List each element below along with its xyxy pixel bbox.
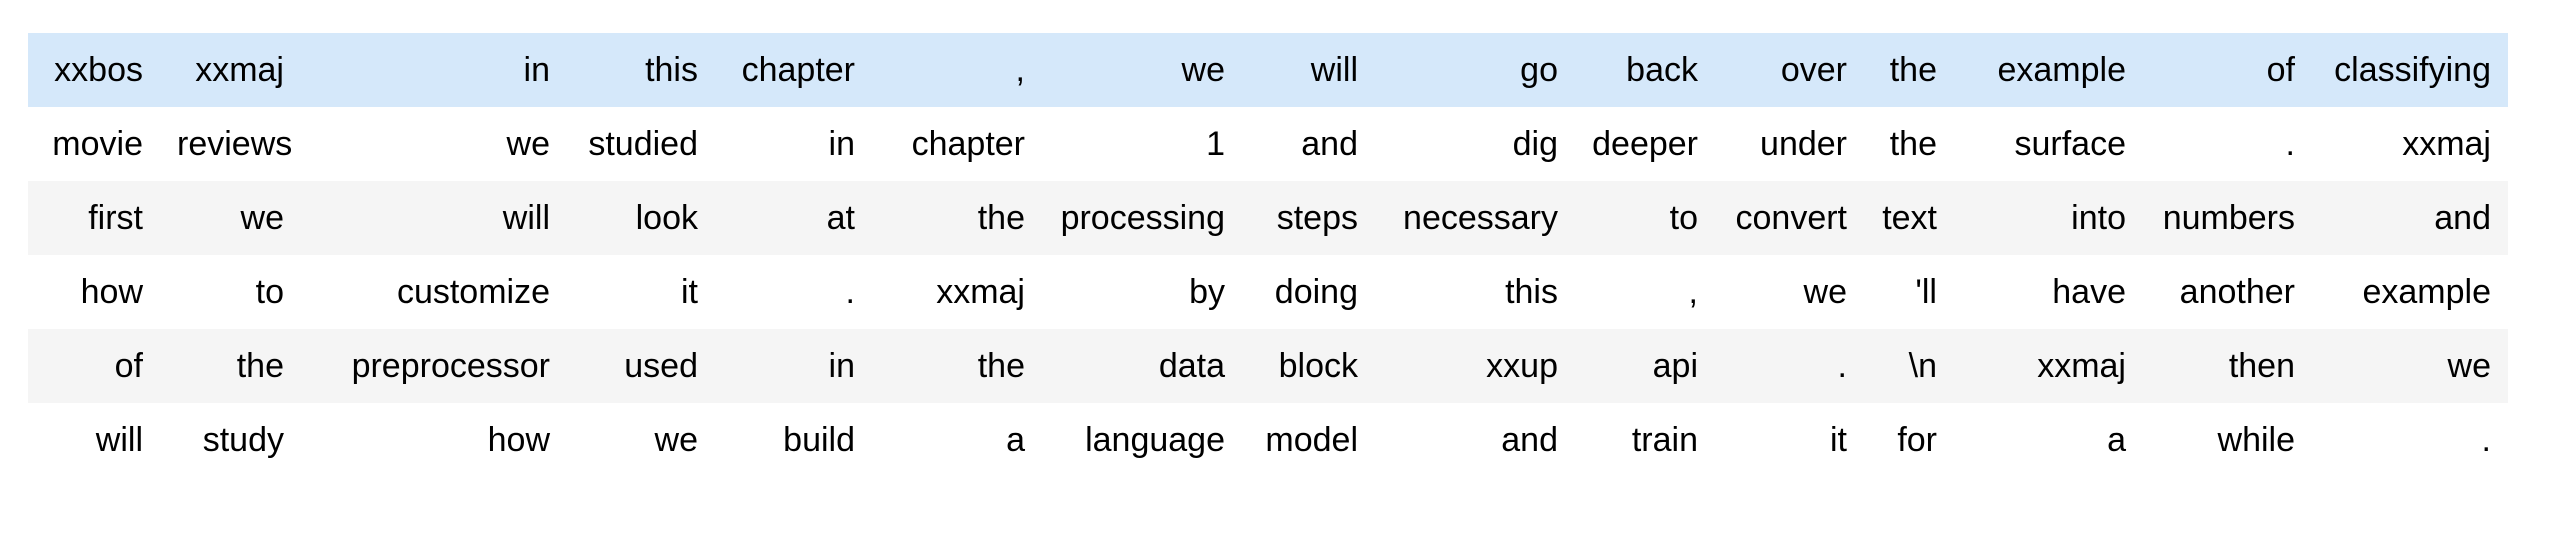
token-cell: movie [28, 107, 160, 181]
token-cell: the [872, 181, 1042, 255]
token-cell: this [567, 33, 715, 107]
token-cell: build [715, 403, 872, 477]
token-cell: of [2143, 33, 2312, 107]
token-cell: \n [1864, 329, 1954, 403]
token-cell: the [160, 329, 301, 403]
token-cell: a [872, 403, 1042, 477]
token-cell: numbers [2143, 181, 2312, 255]
token-cell: to [160, 255, 301, 329]
token-cell: train [1575, 403, 1715, 477]
token-cell: steps [1242, 181, 1375, 255]
token-cell: for [1864, 403, 1954, 477]
token-cell: . [1715, 329, 1864, 403]
token-cell: the [1864, 107, 1954, 181]
token-cell: processing [1042, 181, 1242, 255]
token-cell: the [1864, 33, 1954, 107]
token-cell: it [567, 255, 715, 329]
token-cell: we [301, 107, 567, 181]
token-cell: dig [1375, 107, 1575, 181]
token-cell: how [28, 255, 160, 329]
token-cell: used [567, 329, 715, 403]
token-cell: 'll [1864, 255, 1954, 329]
token-cell: . [2143, 107, 2312, 181]
token-cell: xxmaj [1954, 329, 2143, 403]
token-cell: example [2312, 255, 2508, 329]
token-cell: we [160, 181, 301, 255]
token-cell: will [28, 403, 160, 477]
token-cell: xxmaj [2312, 107, 2508, 181]
token-cell: under [1715, 107, 1864, 181]
token-cell: xxmaj [160, 33, 301, 107]
token-cell: in [715, 329, 872, 403]
token-cell: example [1954, 33, 2143, 107]
token-cell: of [28, 329, 160, 403]
token-cell: then [2143, 329, 2312, 403]
token-cell: deeper [1575, 107, 1715, 181]
token-cell: studied [567, 107, 715, 181]
token-cell: go [1375, 33, 1575, 107]
token-cell: back [1575, 33, 1715, 107]
token-cell: classifying [2312, 33, 2508, 107]
token-cell: text [1864, 181, 1954, 255]
token-cell: block [1242, 329, 1375, 403]
token-cell: 1 [1042, 107, 1242, 181]
token-cell: xxmaj [872, 255, 1042, 329]
token-cell: while [2143, 403, 2312, 477]
token-cell: it [1715, 403, 1864, 477]
token-cell: we [2312, 329, 2508, 403]
token-cell: and [1375, 403, 1575, 477]
token-cell: look [567, 181, 715, 255]
token-cell: language [1042, 403, 1242, 477]
token-cell: we [567, 403, 715, 477]
token-cell: in [715, 107, 872, 181]
token-cell: necessary [1375, 181, 1575, 255]
token-cell: another [2143, 255, 2312, 329]
token-cell: api [1575, 329, 1715, 403]
token-cell: . [715, 255, 872, 329]
token-cell: how [301, 403, 567, 477]
token-cell: to [1575, 181, 1715, 255]
token-cell: will [301, 181, 567, 255]
token-cell: chapter [715, 33, 872, 107]
token-cell: reviews [160, 107, 301, 181]
token-cell: . [2312, 403, 2508, 477]
token-cell: convert [1715, 181, 1864, 255]
token-cell: , [872, 33, 1042, 107]
token-cell: doing [1242, 255, 1375, 329]
token-cell: the [872, 329, 1042, 403]
token-cell: and [1242, 107, 1375, 181]
token-cell: at [715, 181, 872, 255]
token-cell: xxup [1375, 329, 1575, 403]
token-cell: model [1242, 403, 1375, 477]
token-cell: xxbos [28, 33, 160, 107]
token-cell: data [1042, 329, 1242, 403]
token-cell: into [1954, 181, 2143, 255]
token-cell: we [1042, 33, 1242, 107]
token-cell: in [301, 33, 567, 107]
token-cell: will [1242, 33, 1375, 107]
token-cell: have [1954, 255, 2143, 329]
token-cell: first [28, 181, 160, 255]
token-cell: and [2312, 181, 2508, 255]
token-cell: this [1375, 255, 1575, 329]
token-cell: chapter [872, 107, 1042, 181]
token-cell: surface [1954, 107, 2143, 181]
token-cell: study [160, 403, 301, 477]
token-cell: over [1715, 33, 1864, 107]
token-cell: preprocessor [301, 329, 567, 403]
token-cell: customize [301, 255, 567, 329]
token-cell: by [1042, 255, 1242, 329]
token-cell: a [1954, 403, 2143, 477]
token-cell: , [1575, 255, 1715, 329]
token-cell: we [1715, 255, 1864, 329]
